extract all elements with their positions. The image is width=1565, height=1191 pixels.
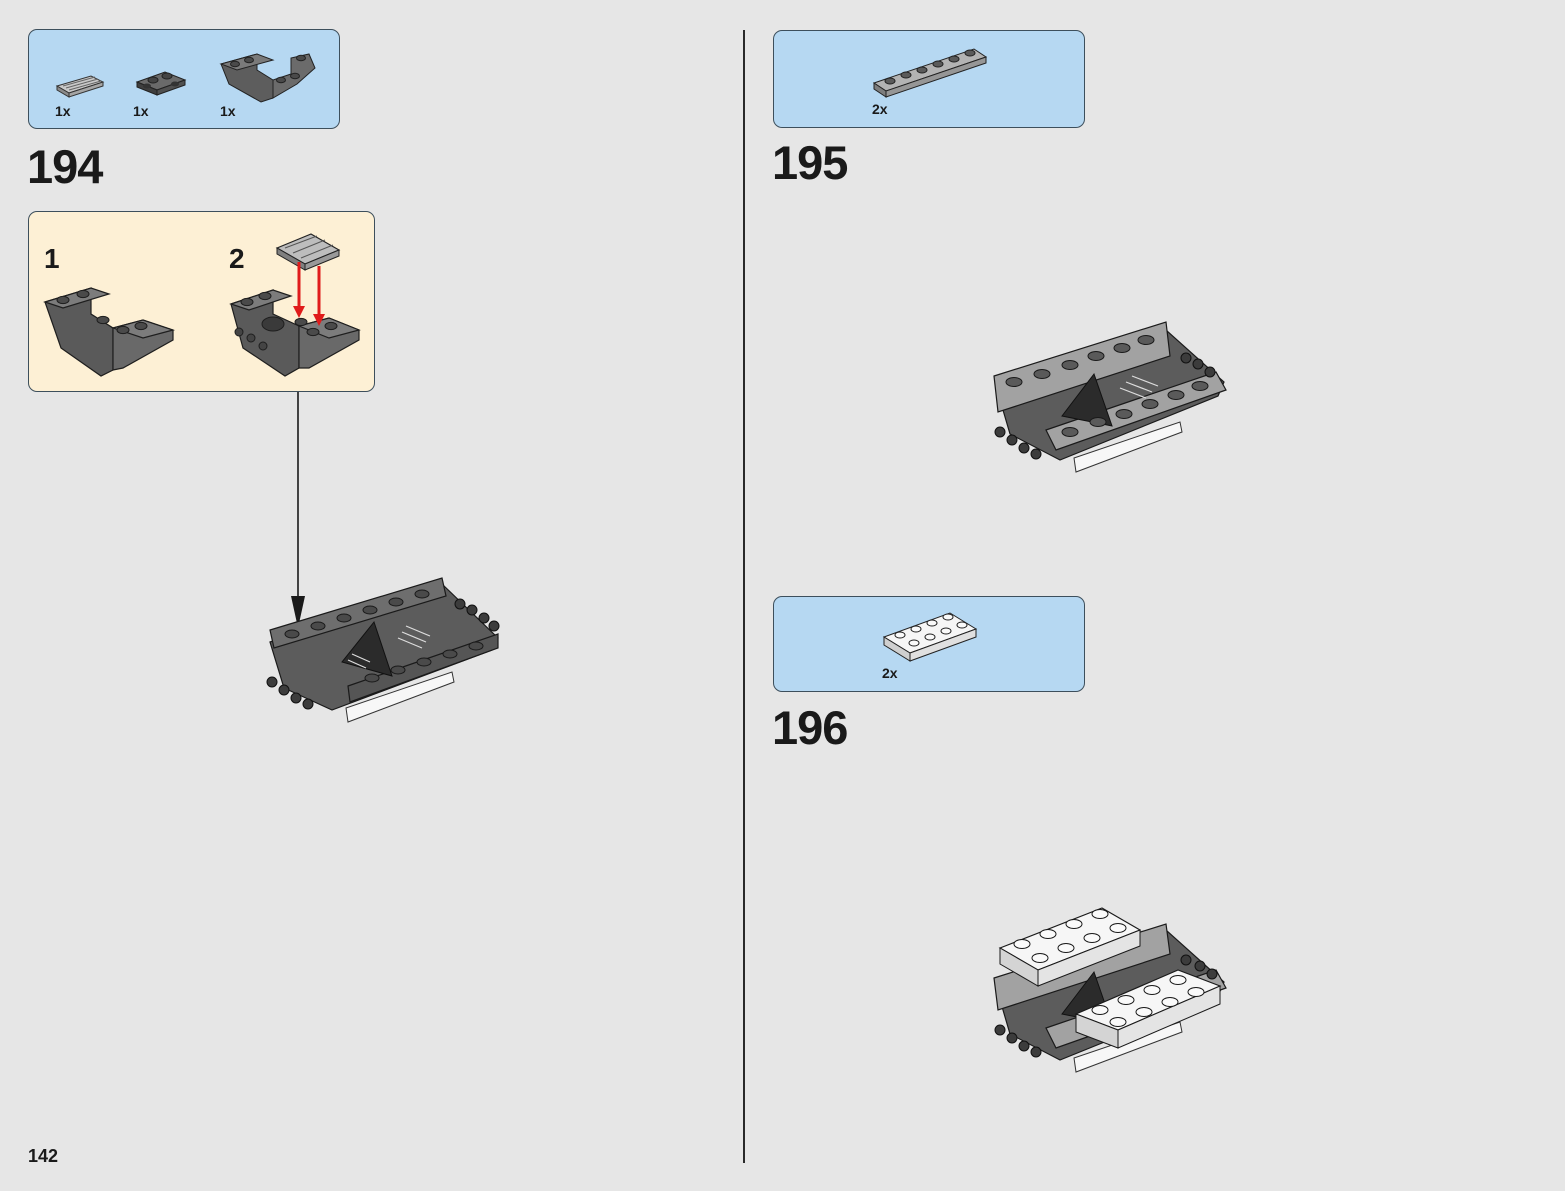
step-number: 194 bbox=[27, 140, 103, 193]
plate-1x2-with-clips-icon bbox=[135, 71, 187, 96]
substep-callout-194: 1 2 bbox=[28, 211, 375, 392]
part-qty: 1x bbox=[133, 103, 149, 119]
substep-2-assembly-illustration bbox=[229, 233, 361, 377]
part-qty: 1x bbox=[55, 103, 71, 119]
part-qty: 2x bbox=[882, 665, 898, 681]
tile-1x2-grille-icon bbox=[55, 75, 105, 98]
step-195-model-illustration bbox=[993, 321, 1227, 473]
plate-2x4-white-icon bbox=[882, 612, 978, 662]
parts-callout-196: 2x bbox=[773, 596, 1085, 692]
parts-callout-195: 2x bbox=[773, 30, 1085, 128]
page-number: 142 bbox=[28, 1146, 59, 1166]
part-qty: 1x bbox=[220, 103, 236, 119]
step-194-model-illustration bbox=[266, 577, 500, 723]
page-divider bbox=[743, 30, 745, 1163]
substep-number: 1 bbox=[44, 243, 60, 274]
part-qty: 2x bbox=[872, 101, 888, 117]
step-number: 195 bbox=[772, 136, 848, 189]
parts-callout-194: 1x 1x 1x bbox=[28, 29, 340, 129]
connector-arrow bbox=[291, 392, 305, 628]
step-number: 196 bbox=[772, 701, 848, 754]
plate-1x6-light-gray-icon bbox=[872, 48, 988, 98]
substep-1-slope-illustration bbox=[43, 287, 176, 377]
substep-number: 2 bbox=[229, 243, 245, 274]
step-196-model-illustration bbox=[993, 907, 1227, 1073]
slope-inverted-double-icon bbox=[219, 53, 316, 103]
